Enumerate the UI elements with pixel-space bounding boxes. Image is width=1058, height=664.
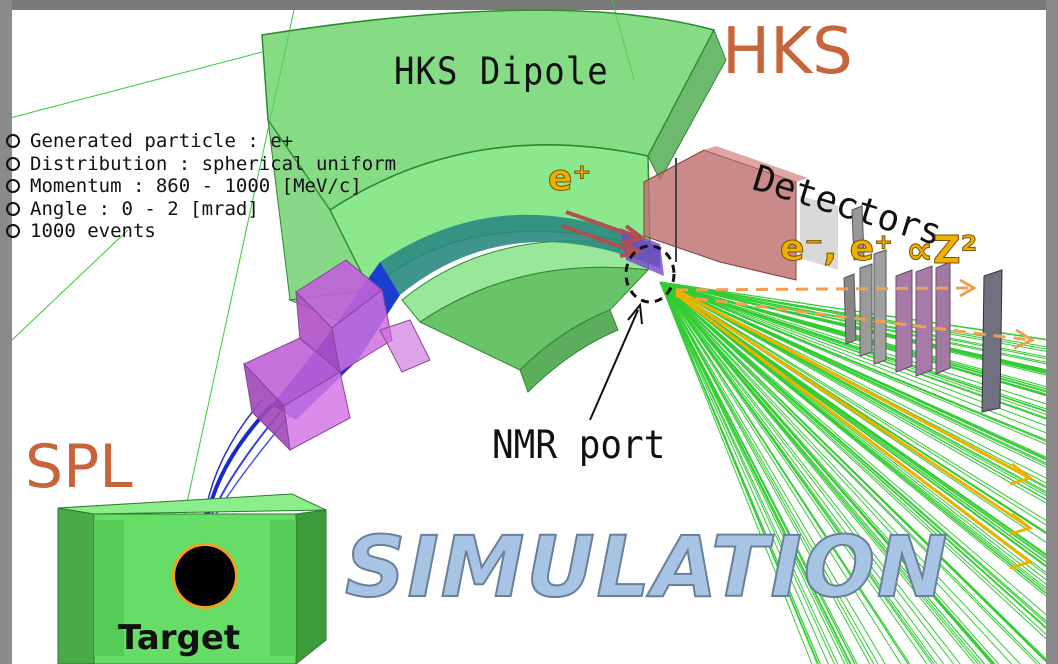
- particle-track: [659, 281, 1047, 441]
- particle-track: [659, 281, 954, 664]
- particle-track: [659, 281, 1047, 662]
- particle-track: [659, 281, 975, 664]
- param-item: 1000 events: [6, 220, 396, 243]
- particle-track: [659, 281, 1012, 664]
- circle-bullet-icon: [6, 156, 20, 171]
- target-disc: [172, 543, 238, 609]
- param-text: 1000 events: [30, 220, 156, 243]
- e-plus-label: e⁺: [547, 158, 592, 200]
- hks-dipole-label: HKS Dipole: [394, 50, 609, 94]
- particle-track: [659, 281, 928, 664]
- particle-track: [659, 281, 1047, 460]
- particle-track: [659, 281, 945, 664]
- particle-track: [659, 281, 1021, 664]
- spl-quadrupole-magnets: [243, 259, 431, 452]
- proportional-z2-label: ∝Z²: [905, 228, 978, 273]
- particle-track: [659, 281, 1047, 622]
- param-text: Momentum : 860 - 1000 [MeV/c]: [30, 175, 362, 198]
- outgoing-arrows: [675, 278, 1036, 570]
- particle-track: [659, 281, 995, 664]
- simulation-parameters-list: Generated particle : e+ Distribution : s…: [6, 130, 396, 243]
- nmr-port-marker: [589, 244, 676, 421]
- particle-track: [659, 281, 933, 664]
- particle-track: [659, 281, 871, 664]
- particle-track: [659, 281, 961, 664]
- particle-track: [659, 281, 839, 664]
- particle-track: [659, 281, 1041, 664]
- spl-title: SPL: [25, 432, 133, 502]
- particle-track: [659, 281, 856, 664]
- particle-track: [659, 281, 818, 664]
- particle-track: [659, 281, 1047, 521]
- simulation-watermark: SIMULATION: [344, 517, 950, 617]
- particle-track: [659, 281, 1047, 500]
- particle-track: [659, 281, 1047, 597]
- particle-track: [659, 281, 982, 664]
- param-text: Generated particle : e+: [30, 130, 294, 153]
- circle-bullet-icon: [6, 224, 20, 239]
- particle-track: [659, 281, 1047, 635]
- particle-track: [659, 281, 1047, 419]
- param-item: Distribution : spherical uniform: [6, 153, 396, 176]
- circle-bullet-icon: [6, 179, 20, 194]
- hks-title: HKS: [722, 15, 853, 89]
- particle-track: [659, 281, 999, 664]
- nmr-port-label: NMR port: [492, 422, 666, 469]
- particle-track: [659, 281, 1047, 464]
- target-label: Target: [118, 618, 241, 658]
- particle-track: [659, 281, 1047, 640]
- e-minus-e-plus-label: e⁻, e⁺: [779, 228, 894, 270]
- circle-bullet-icon: [6, 201, 20, 216]
- detector-array: [620, 146, 1003, 413]
- circle-bullet-icon: [6, 134, 20, 149]
- particle-track: [659, 281, 1047, 504]
- particle-track: [659, 281, 886, 664]
- particle-track: [659, 281, 1047, 615]
- particle-track: [659, 281, 875, 664]
- incoming-arrows: [561, 210, 647, 258]
- particle-track: [659, 281, 909, 664]
- param-item: Generated particle : e+: [6, 130, 396, 153]
- particle-track: [659, 281, 849, 664]
- particle-track: [659, 281, 1047, 556]
- particle-track: [659, 281, 879, 664]
- param-item: Momentum : 860 - 1000 [MeV/c]: [6, 175, 396, 198]
- param-text: Angle : 0 - 2 [mrad]: [30, 197, 259, 220]
- particle-track: [659, 281, 902, 664]
- param-text: Distribution : spherical uniform: [30, 152, 397, 175]
- particle-track: [659, 281, 813, 664]
- particle-track: [659, 281, 1047, 628]
- particle-track: [659, 281, 829, 664]
- param-item: Angle : 0 - 2 [mrad]: [6, 198, 396, 221]
